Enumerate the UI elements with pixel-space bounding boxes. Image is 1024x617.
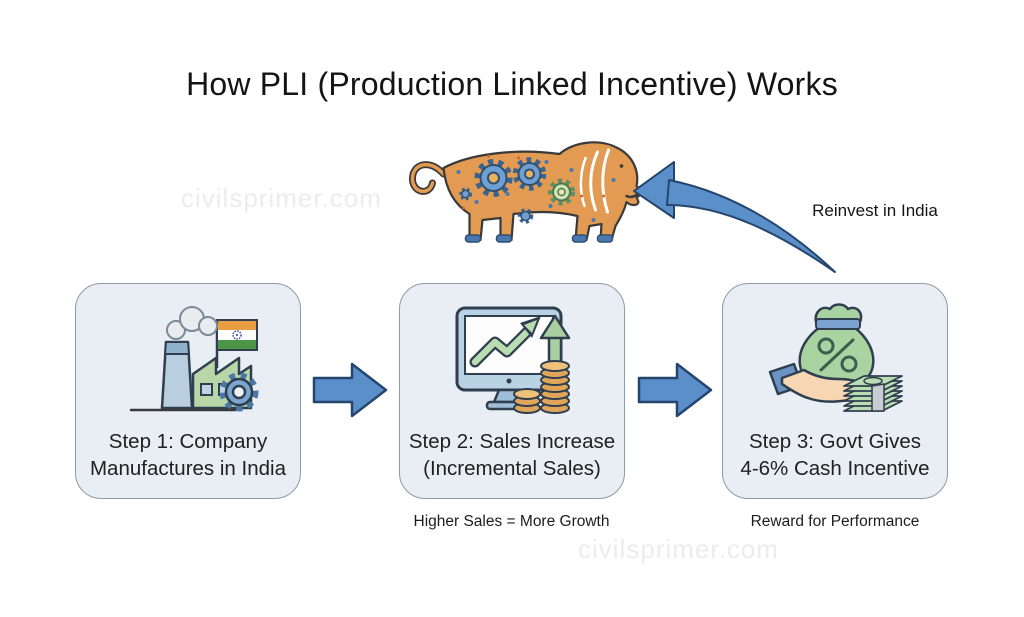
reinvest-label: Reinvest in India <box>812 201 938 220</box>
coin-stack-icon <box>513 360 570 414</box>
step2-caption: Higher Sales = More Growth <box>413 513 610 530</box>
gear-icon <box>512 157 547 191</box>
cash-stack-icon <box>843 375 903 412</box>
watermark-top: civilsprimer.com <box>181 183 382 213</box>
step2-label: Step 2: Sales Increase (Incremental Sale… <box>400 428 624 482</box>
up-arrow-icon <box>539 314 571 365</box>
monitor-growth-chart-icon <box>455 306 571 414</box>
step1-box: Step 1: Company Manufactures in India <box>75 283 301 499</box>
watermark-bottom: civilsprimer.com <box>578 534 779 564</box>
step2-label-line1: Step 2: Sales Increase <box>408 430 616 453</box>
step2-label-line2: (Incremental Sales) <box>423 457 601 480</box>
step3-label: Step 3: Govt Gives 4-6% Cash Incentive <box>723 428 947 482</box>
step3-caption: Reward for Performance <box>750 513 920 530</box>
flow-arrow-icon <box>637 362 713 418</box>
step1-label-line1: Step 1: Company <box>108 430 268 453</box>
gear-icon <box>548 178 575 206</box>
gear-icon <box>219 372 259 412</box>
step3-box: Step 3: Govt Gives 4-6% Cash Incentive <box>722 283 948 499</box>
step1-label: Step 1: Company Manufactures in India <box>76 428 300 482</box>
make-in-india-lion-icon <box>409 141 640 243</box>
money-bag-icon <box>798 303 875 390</box>
step3-label-line1: Step 3: Govt Gives <box>748 430 922 453</box>
factory-icon <box>129 306 259 412</box>
gear-icon <box>459 187 472 201</box>
flow-arrow-icon <box>312 362 388 418</box>
hand-money-bag-icon <box>768 303 903 412</box>
gear-icon <box>517 208 534 224</box>
step1-label-line2: Manufactures in India <box>89 457 286 480</box>
step3-label-line2: 4-6% Cash Incentive <box>740 457 930 480</box>
smoke-icon <box>166 306 218 340</box>
gear-icon <box>474 159 513 197</box>
reinvest-curved-arrow-icon <box>633 161 836 273</box>
page-title: How PLI (Production Linked Incentive) Wo… <box>186 66 838 102</box>
step2-box: Step 2: Sales Increase (Incremental Sale… <box>399 283 625 499</box>
